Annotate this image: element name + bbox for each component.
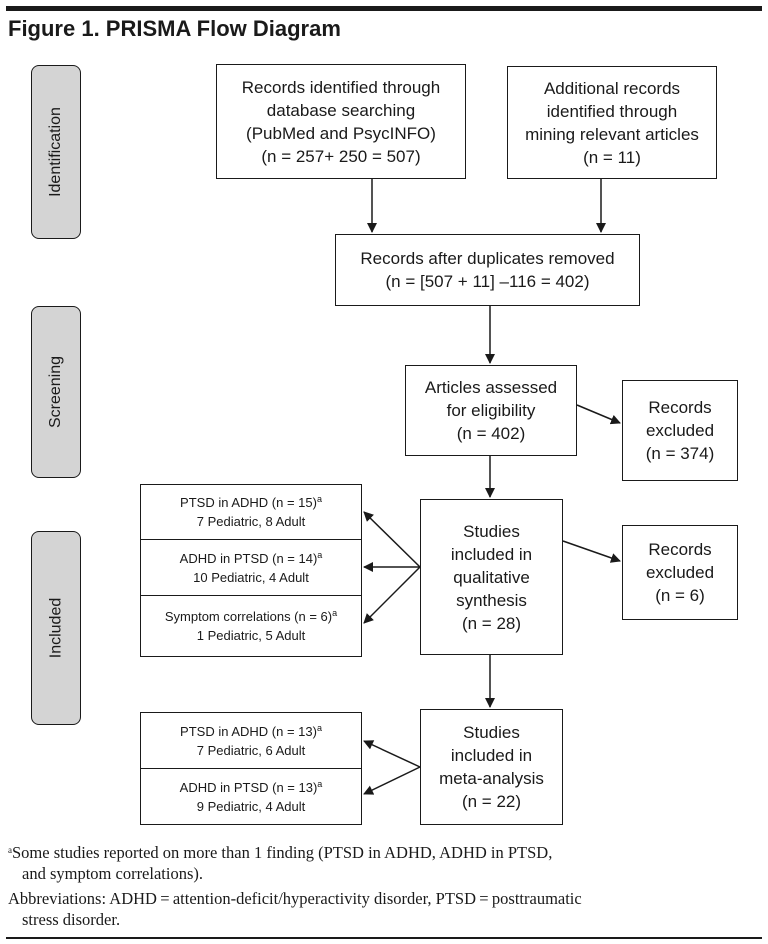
qual-group-symptom-correlations: Symptom correlations (n = 6)a 1 Pediatri… <box>140 595 362 657</box>
qual-group-ptsd-in-adhd: PTSD in ADHD (n = 15)a 7 Pediatric, 8 Ad… <box>140 484 362 540</box>
box-duplicates-removed: Records after duplicates removed (n = [5… <box>335 234 640 306</box>
box-qualitative-synthesis: Studies included in qualitative synthesi… <box>420 499 563 655</box>
stage-identification: Identification <box>31 65 81 239</box>
arrow-assessed-to-excluded <box>576 404 621 425</box>
figure-title: Figure 1. PRISMA Flow Diagram <box>8 16 341 41</box>
meta-group-adhd-in-ptsd: ADHD in PTSD (n = 13)a 9 Pediatric, 4 Ad… <box>140 768 362 825</box>
box-records-excluded-2: Records excluded (n = 6) <box>622 525 738 620</box>
arrow-qualitative-to-excluded <box>562 540 621 563</box>
arrow-meta-to-adhd-in-ptsd <box>363 766 421 795</box>
qual-group-adhd-in-ptsd: ADHD in PTSD (n = 14)a 10 Pediatric, 4 A… <box>140 539 362 596</box>
footnote: aSome studies reported on more than 1 fi… <box>8 843 553 883</box>
box-assessed-eligibility: Articles assessed for eligibility (n = 4… <box>405 365 577 456</box>
arrow-qual-to-symptom-correlations <box>363 566 421 624</box>
top-rule <box>6 6 762 11</box>
arrow-meta-to-ptsd-in-adhd <box>363 740 421 768</box>
box-meta-analysis: Studies included in meta-analysis (n = 2… <box>420 709 563 825</box>
stage-screening: Screening <box>31 306 81 478</box>
abbreviations: Abbreviations: ADHD = attention-deficit/… <box>8 889 582 929</box>
bottom-rule <box>6 937 762 939</box>
arrow-qual-to-ptsd-in-adhd <box>363 511 421 568</box>
box-database-search: Records identified through database sear… <box>216 64 466 179</box>
stage-included: Included <box>31 531 81 725</box>
meta-group-ptsd-in-adhd: PTSD in ADHD (n = 13)a 7 Pediatric, 6 Ad… <box>140 712 362 769</box>
box-records-excluded-1: Records excluded (n = 374) <box>622 380 738 481</box>
box-additional-records: Additional records identified through mi… <box>507 66 717 179</box>
